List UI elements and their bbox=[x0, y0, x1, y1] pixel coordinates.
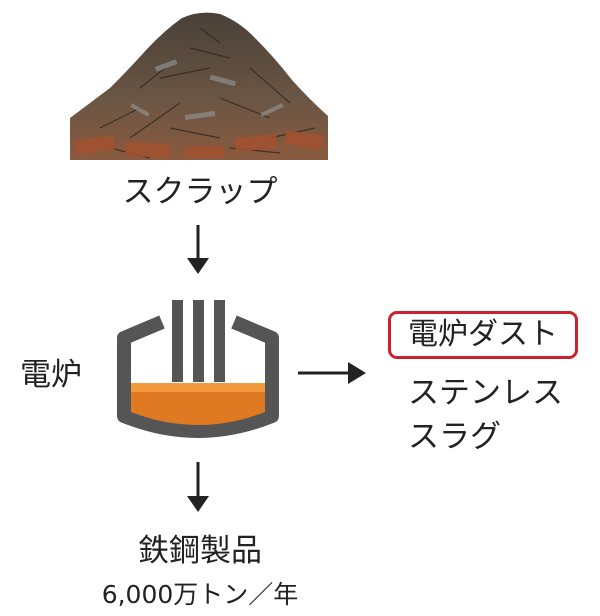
arrow-down-2 bbox=[187, 462, 209, 512]
steel-product-label: 鉄鋼製品 bbox=[138, 533, 262, 569]
arrow-down-1 bbox=[187, 225, 209, 274]
slag-label-line1: ステンレス bbox=[408, 375, 563, 411]
dust-highlight-box: 電炉ダスト bbox=[388, 311, 578, 359]
slag-label-line2: スラグ bbox=[408, 419, 501, 455]
electric-furnace-label: 電炉 bbox=[20, 357, 82, 393]
scrap-pile-image bbox=[70, 8, 328, 160]
output-amount-label: 6,000万トン／年 bbox=[101, 580, 299, 609]
electric-furnace-icon bbox=[117, 300, 279, 438]
scrap-label: スクラップ bbox=[122, 174, 278, 210]
dust-label: 電炉ダスト bbox=[408, 317, 558, 352]
arrow-right bbox=[298, 362, 366, 384]
